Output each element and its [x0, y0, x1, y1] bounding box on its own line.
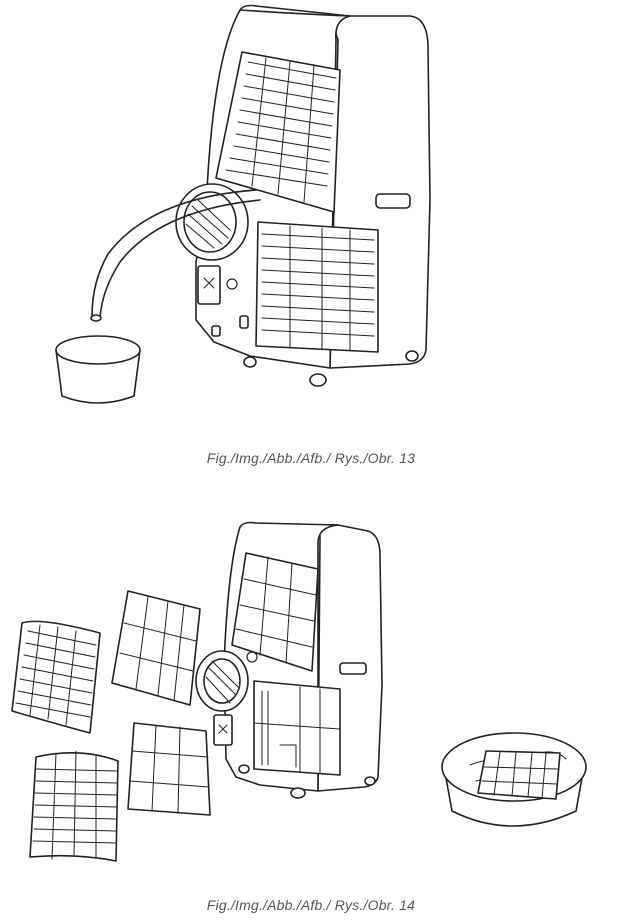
lower-filter-grille — [255, 221, 379, 353]
water-bucket — [55, 335, 141, 404]
exhaust-fan-outlet — [175, 183, 249, 261]
air-conditioner-drain-drawing — [55, 4, 431, 404]
unit-upper-frame — [231, 552, 319, 672]
figure-13-illustration — [0, 0, 622, 430]
washing-bowl-with-filter — [441, 732, 587, 827]
removed-outer-grille-bottom — [29, 750, 119, 862]
side-handle — [375, 193, 411, 209]
wheel — [309, 373, 327, 387]
drain-hose — [99, 199, 261, 319]
filter-removal-drawing — [11, 521, 587, 862]
removed-filter-panel-bottom — [127, 722, 211, 816]
unit-filter-bay — [253, 680, 341, 776]
figure-14-caption: Fig./Img./Abb./Afb./ Rys./Obr. 14 — [206, 897, 416, 913]
upper-filter-grille — [215, 51, 341, 213]
figure-13-caption: Fig./Img./Abb./Afb./ Rys./Obr. 13 — [206, 450, 416, 466]
figure-14-illustration — [0, 505, 622, 895]
removed-filter-panel-top — [111, 590, 201, 706]
exhaust-fan-outlet-14 — [195, 650, 258, 712]
control-plate — [197, 265, 221, 305]
removed-outer-grille-top — [11, 620, 101, 734]
